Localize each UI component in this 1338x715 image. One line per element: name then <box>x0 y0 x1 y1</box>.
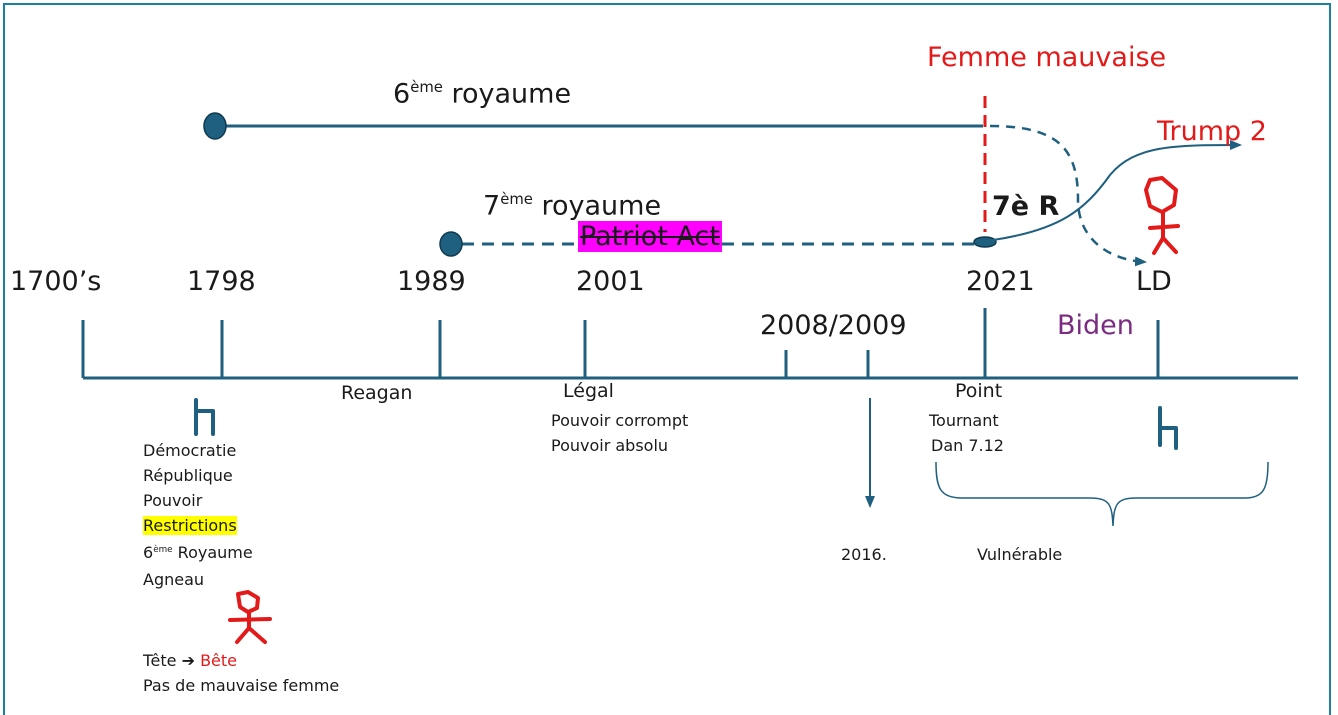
red-stick-figure-icon-right <box>1144 176 1180 255</box>
sixieme-royaume-label: 6ème Royaume <box>143 543 253 562</box>
reagan-label: Reagan <box>341 382 413 404</box>
blue-mark-icon-right <box>1158 406 1178 450</box>
patriot-act-label: Patriot Act <box>578 221 722 252</box>
trump2-curve <box>992 140 1242 241</box>
femme-mauvaise-label: Femme mauvaise <box>927 42 1167 73</box>
biden-label: Biden <box>1057 310 1134 341</box>
year-2016-label: 2016. <box>841 545 887 564</box>
sixth-kingdom-label: 6ème royaume <box>393 78 572 110</box>
democratie-label: Démocratie <box>143 441 237 460</box>
legal-label: Légal <box>563 380 614 402</box>
year-ld: LD <box>1136 266 1172 297</box>
agneau-label: Agneau <box>143 570 205 589</box>
trump2-label: Trump 2 <box>1157 116 1267 147</box>
pouvoir-label: Pouvoir <box>143 491 203 510</box>
tournant-label: Tournant <box>929 411 999 430</box>
pouvoir-corrompt-label: Pouvoir corrompt <box>551 411 689 430</box>
point-label: Point <box>955 380 1003 402</box>
year-1798: 1798 <box>187 266 256 297</box>
republique-label: République <box>143 466 233 485</box>
seventh-kingdom-start-node <box>439 231 463 257</box>
vulnerable-brace <box>935 461 1269 527</box>
tete-bete-label: Tête ➔ Bête <box>143 651 238 670</box>
year-2021: 2021 <box>966 266 1035 297</box>
seventh-r-label: 7è R <box>992 191 1060 222</box>
year-2008-2009: 2008/2009 <box>760 310 907 341</box>
pouvoir-absolu-label: Pouvoir absolu <box>551 436 669 455</box>
arrow-icon: ➔ <box>181 651 195 670</box>
blue-mark-icon-left <box>194 398 215 436</box>
seventh-kingdom-2021-node <box>973 236 997 248</box>
red-stick-figure-icon-left <box>228 590 272 644</box>
pas-de-mauvaise-femme-label: Pas de mauvaise femme <box>143 676 340 695</box>
dan-label: Dan 7.12 <box>931 436 1004 455</box>
sixth-kingdom-start-node <box>203 112 227 140</box>
year-2001: 2001 <box>576 266 645 297</box>
year-1700s: 1700’s <box>10 266 102 297</box>
vulnerable-label: Vulnérable <box>977 545 1063 564</box>
diagram-frame <box>3 3 1331 715</box>
sixth-kingdom-dashed-curve <box>989 124 1147 267</box>
restrictions-label: Restrictions <box>143 516 237 535</box>
year-1989: 1989 <box>397 266 466 297</box>
seventh-kingdom-label: 7ème royaume <box>483 190 662 222</box>
